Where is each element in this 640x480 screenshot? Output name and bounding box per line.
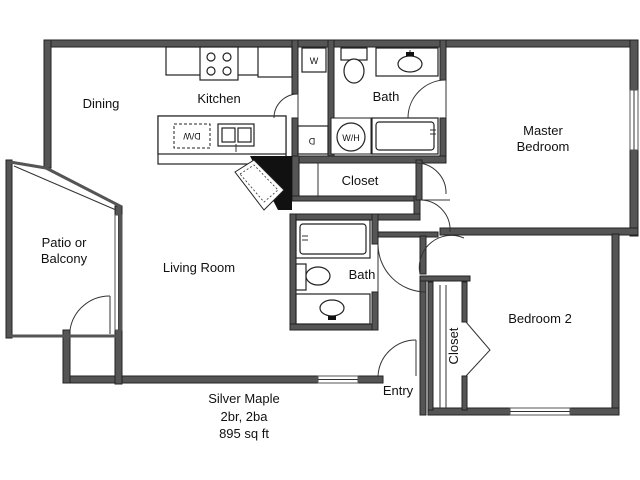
room-label-patio-line1: Patio or bbox=[42, 235, 87, 250]
dishwasher bbox=[173, 123, 211, 149]
plan-layout: 2br, 2ba bbox=[221, 409, 269, 424]
laundry bbox=[297, 47, 372, 155]
room-label-entry: Entry bbox=[383, 383, 414, 398]
label-dishwasher: D/W bbox=[183, 131, 201, 141]
sink-top-bath bbox=[397, 55, 423, 73]
labels: Dining Kitchen Bath Master Bedroom Close… bbox=[41, 56, 572, 441]
toilet-top bbox=[343, 58, 365, 84]
label-dryer: D bbox=[308, 136, 315, 146]
top-bath-fixtures bbox=[340, 47, 439, 155]
room-label-bath-top: Bath bbox=[373, 89, 400, 104]
plan-area: 895 sq ft bbox=[219, 426, 269, 441]
patio-outline bbox=[8, 160, 122, 338]
room-label-living: Living Room bbox=[163, 260, 235, 275]
plan-name: Silver Maple bbox=[208, 391, 280, 406]
refrigerator bbox=[257, 46, 293, 78]
room-label-bedroom2: Bedroom 2 bbox=[508, 311, 572, 326]
label-washer-dryer: W/H bbox=[342, 133, 360, 143]
room-label-dining: Dining bbox=[83, 96, 120, 111]
toilet-lower bbox=[305, 266, 331, 286]
label-washer: W bbox=[310, 56, 319, 66]
room-label-kitchen: Kitchen bbox=[197, 91, 240, 106]
room-label-patio-line2: Balcony bbox=[41, 251, 88, 266]
room-label-master-line2: Bedroom bbox=[517, 139, 570, 154]
interior-walls bbox=[289, 39, 471, 416]
stove bbox=[199, 46, 239, 81]
closet-details bbox=[317, 163, 491, 408]
room-label-closet-vertical: Closet bbox=[446, 327, 461, 364]
room-label-bath-lower: Bath bbox=[349, 267, 376, 282]
lower-bath-fixtures bbox=[295, 219, 371, 325]
room-label-closet: Closet bbox=[342, 173, 379, 188]
doors bbox=[69, 79, 465, 377]
sink-lower-bath bbox=[319, 299, 345, 317]
room-label-master-line1: Master bbox=[523, 123, 563, 138]
kitchen-fixtures bbox=[157, 46, 293, 211]
